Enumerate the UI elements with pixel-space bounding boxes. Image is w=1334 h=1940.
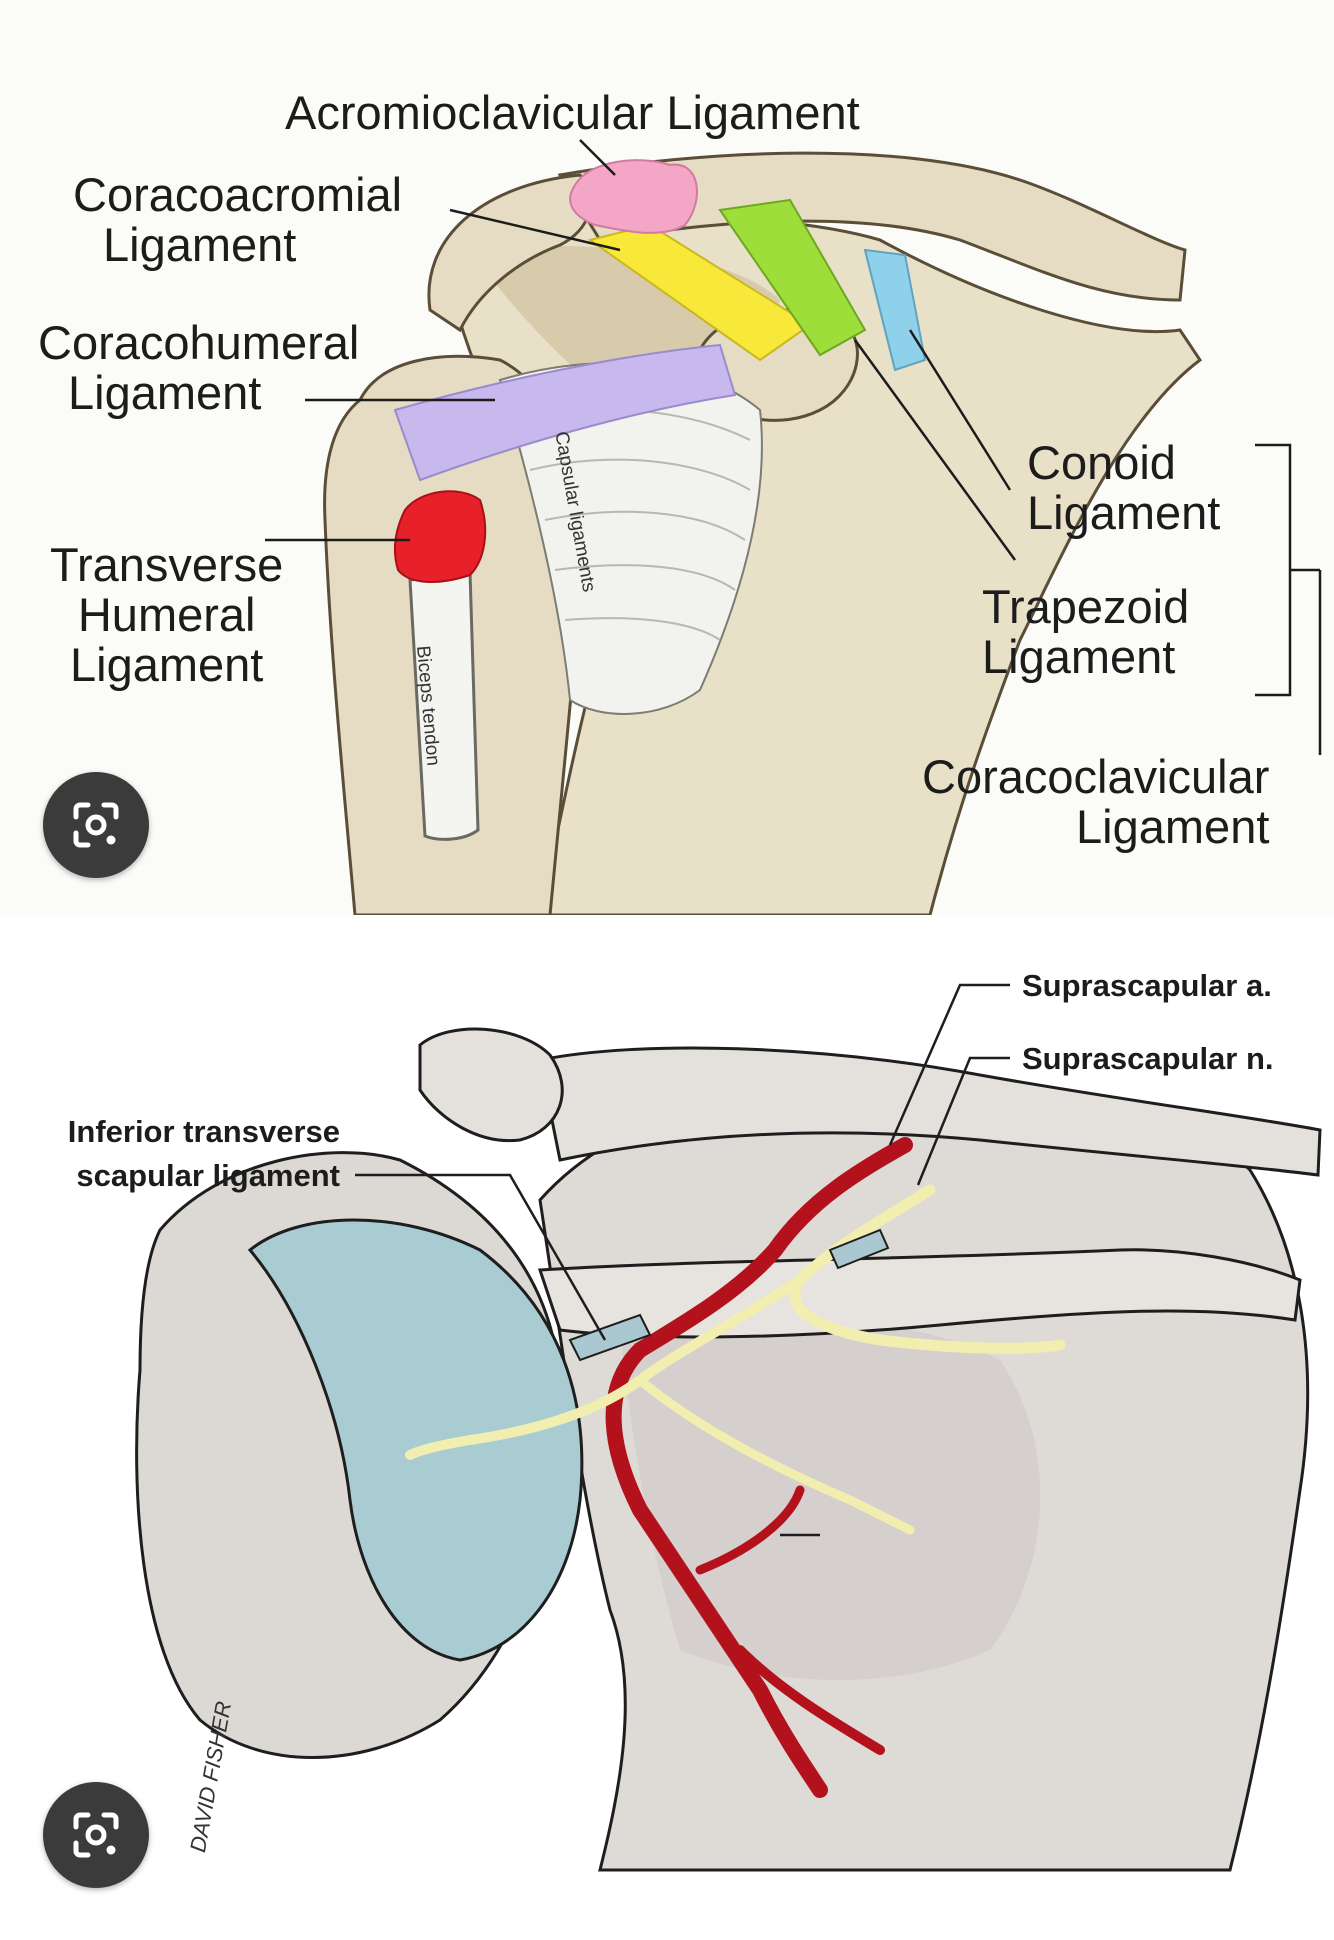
label-line: Transverse: [50, 538, 284, 591]
coracoclavicular-ligament-label: Coracoclavicular Ligament: [922, 752, 1269, 852]
conoid-ligament-label: Conoid Ligament: [1027, 438, 1220, 538]
nerve-branch-path: [405, 1275, 805, 1460]
leader-lines: [355, 983, 1010, 1537]
clavicle-shape: [538, 1046, 1322, 1177]
bottom-diagram-panel: Suprascapular a. Suprascapular n. Inferi…: [0, 930, 1334, 1940]
coracoacromial-ligament-label: Coracoacromial Ligament: [73, 170, 402, 270]
leader-lines: [265, 139, 1322, 755]
transverse-humeral-band: [393, 490, 487, 583]
inferior-transverse-ligament-shape: [568, 1313, 652, 1362]
label-line: Inferior transverse: [67, 1114, 340, 1149]
artery-branch-path: [695, 1485, 805, 1575]
label-line: Humeral: [77, 587, 256, 641]
suprascapular-nerve-path: [789, 1184, 1066, 1354]
acromioclavicular-band: [569, 159, 698, 234]
coracohumeral-band: [393, 343, 737, 482]
label-line: Ligament: [1076, 799, 1270, 853]
label-line: Ligament: [69, 637, 264, 691]
transverse-humeral-ligament-label: Transverse Humeral Ligament: [50, 540, 283, 689]
label-line: Ligament: [68, 365, 262, 419]
glenoid-shape: [247, 1218, 584, 1662]
suprascapular-nerve-label: Suprascapular n.: [1022, 1041, 1274, 1076]
clavicle-shape: [557, 151, 1187, 302]
suprascapular-artery-path: [605, 1137, 913, 1798]
conoid-band: [863, 248, 927, 372]
shoulder-ligaments-illustration: [265, 139, 1322, 915]
inferior-transverse-scapular-ligament-label: Inferior transverse scapular ligament: [0, 1110, 340, 1198]
google-lens-icon: [73, 802, 119, 848]
artery-branch-path: [735, 1645, 885, 1755]
acromion-shape: [418, 1027, 564, 1143]
label-line: Conoid: [1027, 436, 1176, 489]
label-line: Trapezoid: [982, 580, 1190, 633]
coracohumeral-ligament-label: Coracohumeral Ligament: [38, 318, 359, 418]
top-diagram-panel: Acromioclavicular Ligament Coracoacromia…: [0, 0, 1334, 915]
acromioclavicular-ligament-label: Acromioclavicular Ligament: [285, 86, 860, 139]
nerve-branch-path: [635, 1375, 915, 1535]
label-line: Ligament: [1027, 485, 1221, 539]
shadow-shape: [620, 1317, 1041, 1680]
google-lens-button[interactable]: [43, 1782, 149, 1888]
label-line: Coracoacromial: [73, 168, 403, 221]
superior-transverse-ligament-shape: [828, 1228, 890, 1270]
label-line: Coracohumeral: [38, 316, 360, 369]
trapezoid-ligament-label: Trapezoid Ligament: [982, 582, 1189, 682]
label-line: Ligament: [982, 629, 1176, 683]
label-line: Coracoclavicular: [922, 750, 1270, 803]
biceps-tendon-shape: [408, 570, 480, 841]
trapezoid-band: [718, 198, 867, 357]
label-line: Ligament: [103, 217, 297, 271]
google-lens-button[interactable]: [43, 772, 149, 878]
label-line: scapular ligament: [76, 1158, 340, 1194]
suprascapular-illustration: [135, 983, 1322, 1872]
suprascapular-artery-label: Suprascapular a.: [1022, 968, 1272, 1003]
google-lens-icon: [73, 1812, 119, 1858]
